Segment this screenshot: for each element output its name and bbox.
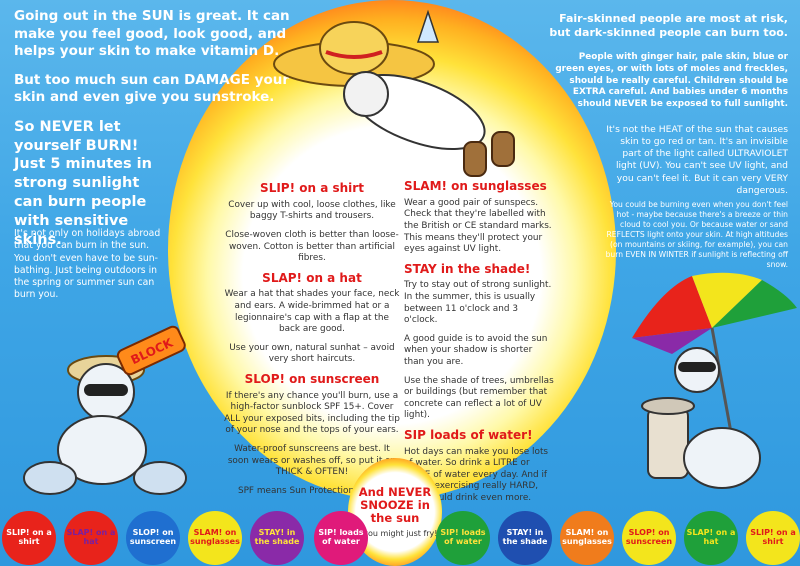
footer-slogan-circle: SLAM! on sunglasses (188, 511, 242, 565)
center-snooze-sun: And NEVER SNOOZE in the sun or you might… (348, 458, 442, 566)
tip-text: SPF means Sun Protection Factor. (237, 485, 387, 496)
tip-text: Use your own, natural sunhat – avoid ver… (229, 342, 395, 365)
tips-column-left: SLIP! on a shirt Cover up with cool, loo… (224, 181, 400, 504)
tip-text: Try to stay out of strong sunlight. In t… (404, 280, 552, 326)
tip-title-water: SIP loads of water! (404, 427, 533, 442)
tip-title-sunglasses: SLAM! on sunglasses (404, 179, 547, 193)
footer-slogan-circle: SLAM! on sunglasses (560, 511, 614, 565)
intro-small-text: It's not only on holidays abroad that yo… (14, 228, 161, 301)
footer-slogan-circle: SIP! loads of water (314, 511, 368, 565)
tip-title-shirt: SLIP! on a shirt (260, 181, 364, 195)
cat-with-umbrella-illustration (632, 272, 797, 489)
skin-risk-bold: People with ginger hair, pale skin, blue… (555, 52, 788, 109)
uv-explanation: It's not the HEAT of the sun that causes… (606, 124, 788, 196)
footer-slogan-circle: SLIP! on a shirt (746, 511, 800, 565)
snooze-subtitle: or you might just fry! (352, 528, 438, 538)
intro-paragraph-1: Going out in the SUN is great. It can ma… (14, 8, 290, 60)
footer-slogan-circle: SLAP! on a hat (64, 511, 118, 565)
footer-slogan-circle: SLOP! on sunscreen (126, 511, 180, 565)
tip-text: Use the shade of trees, umbrellas or bui… (404, 375, 554, 421)
tips-column-right: SLAM! on sunglasses Wear a good pair of … (404, 179, 554, 512)
tip-text: Close-woven cloth is better than loose-w… (225, 229, 399, 264)
sleeping-cat-sombrero-illustration (273, 9, 515, 177)
intro-paragraph-3: So NEVER let yourself BURN! Just 5 minut… (14, 118, 152, 248)
tip-text: Hot days can make you lose lots of water… (404, 446, 549, 503)
footer-slogan-circle: SLIP! on a shirt (2, 511, 56, 565)
skin-risk-heading: Fair-skinned people are most at risk, bu… (549, 12, 788, 40)
tip-text: Wear a good pair of sunspecs. Check that… (404, 197, 552, 255)
footer-slogan-circle: SLAP! on a hat (684, 511, 738, 565)
tip-text: Cover up with cool, loose clothes, like … (228, 199, 396, 222)
tip-title-hat: SLAP! on a hat (262, 270, 362, 285)
intro-text: Going out in the SUN is great. It can ma… (14, 8, 304, 261)
footer-slogan-circle: SLOP! on sunscreen (622, 511, 676, 565)
burn-warning-small: You could be burning even when you don't… (605, 200, 788, 270)
intro-paragraph-2: But too much sun can DAMAGE your skin an… (14, 71, 290, 106)
tip-title-shade: STAY in the shade! (404, 261, 531, 276)
footer-slogan-circle: SIP! loads of water (436, 511, 490, 565)
tip-text: Wear a hat that shades your face, neck a… (224, 289, 400, 335)
footer-slogan-circle: STAY! in the shade (250, 511, 304, 565)
snooze-title: And NEVER SNOOZE in the sun (358, 484, 432, 526)
tip-text: A good guide is to avoid the sun when yo… (404, 333, 548, 367)
tip-title-sunscreen: SLOP! on sunscreen (244, 371, 380, 386)
tip-text: If there's any chance you'll burn, use a… (224, 390, 400, 436)
cat-with-sunscreen-illustration: BLOCK (23, 325, 187, 495)
footer-slogan-circle: STAY! in the shade (498, 511, 552, 565)
tip-text: Water-proof sunscreens are best. It soon… (227, 444, 397, 478)
